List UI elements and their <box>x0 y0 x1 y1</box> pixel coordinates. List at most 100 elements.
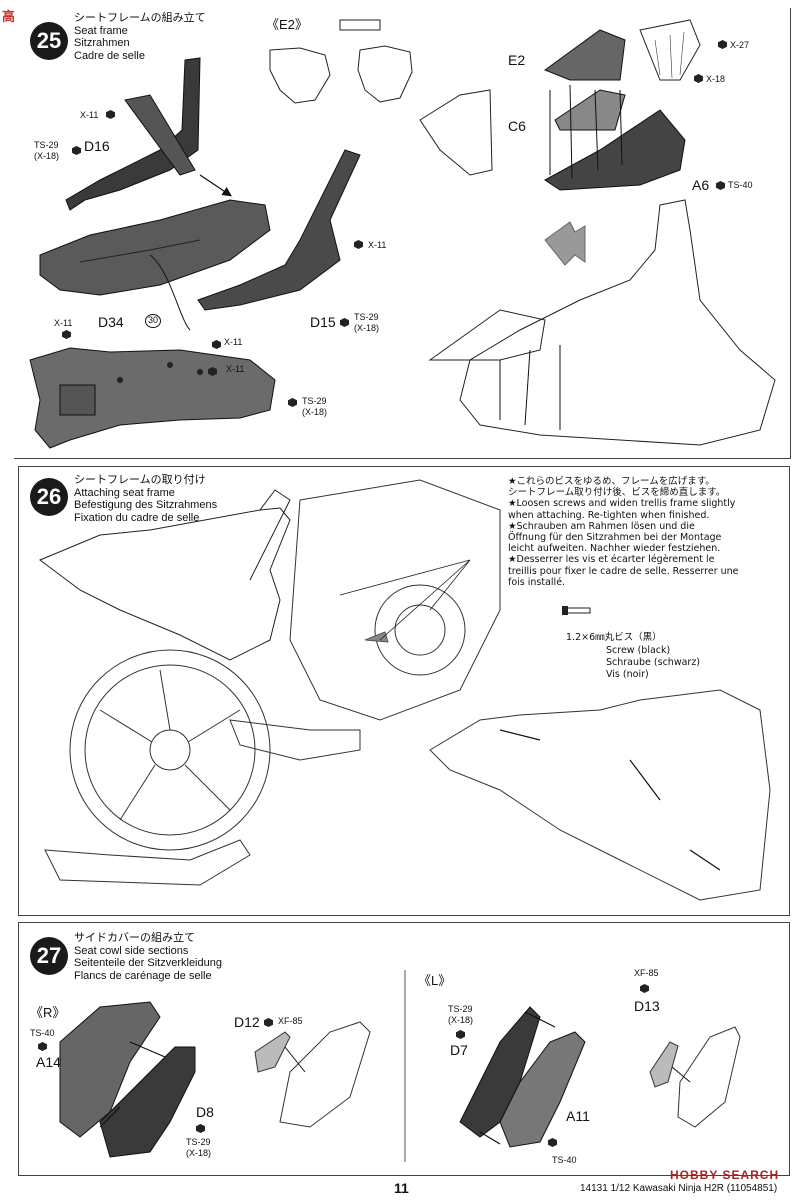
e2-detail-box-label: 《E2》 <box>266 17 308 32</box>
r-cowl-outline <box>279 1021 371 1128</box>
paint-ts29-d16-label: TS-29 <box>34 140 59 150</box>
note-line: leicht aufweiten. Nachher wieder festzie… <box>508 543 721 555</box>
d15-frame-part <box>197 149 361 311</box>
paint-ts29-d8-label: TS-29 <box>186 1137 211 1147</box>
note-line: fois installé. <box>508 576 566 588</box>
e2-part-rear <box>357 45 413 103</box>
paint-drop-icon <box>212 340 221 349</box>
step-27-title-de: Seitenteile der Sitzverkleidung <box>74 957 222 969</box>
step-26-title-fr: Fixation du cadre de selle <box>74 511 200 524</box>
exhaust-pipe <box>229 719 361 761</box>
d12-part <box>254 1031 291 1073</box>
paint-ts29-d15-label: TS-29 <box>354 312 379 322</box>
paint-ts40-r-label: TS-40 <box>30 1028 55 1038</box>
paint-x18-d7-label: (X-18) <box>448 1015 474 1025</box>
step-25-title-jp: シートフレームの組み立て <box>74 11 206 24</box>
detail-seat-frame <box>429 689 771 901</box>
step-25-illustration <box>29 19 776 449</box>
paddock-stand <box>44 839 251 886</box>
seat-cowl-assembly <box>39 507 291 661</box>
note-line: Öffnung für den Sitzrahmen bei der Monta… <box>508 532 722 544</box>
paint-drop-icon <box>340 318 349 327</box>
footer-model: Kawasaki Ninja H2R <box>632 1183 724 1194</box>
screw-spec-jp: 1.2×6㎜丸ビス（黒） <box>566 632 662 643</box>
paint-x27-label: X-27 <box>730 40 750 50</box>
step-26-illustration <box>39 479 771 901</box>
paint-drop-icon <box>106 110 115 119</box>
watermark-site: HOBBY SEARCH <box>670 1168 780 1182</box>
paint-drop-icon <box>716 181 725 190</box>
l-cowl-outline <box>677 1026 741 1128</box>
paint-drop-icon <box>196 1124 205 1133</box>
paint-xf85-d13-label: XF-85 <box>634 968 659 978</box>
part-d34-label: D34 <box>98 314 124 330</box>
page-number: 11 <box>394 1180 409 1196</box>
part-c6-label: C6 <box>508 118 526 134</box>
paint-x18-d15-label: (X-18) <box>354 323 380 333</box>
step-27-number: 27 <box>30 937 68 975</box>
paint-ts29-d7-label: TS-29 <box>448 1004 473 1014</box>
note-line: treillis pour fixer le cadre de selle. R… <box>508 565 739 577</box>
callout-30-label: 30 <box>145 314 161 328</box>
step-26-notes: ★これらのビスをゆるめ、フレームを広げます。 シートフレーム取り付け後、ビスを締… <box>508 476 778 588</box>
note-line: ★Schrauben am Rahmen lösen und die <box>508 520 695 532</box>
e2-cowl-part <box>543 29 626 81</box>
paint-x18-d16-label: (X-18) <box>34 151 60 161</box>
step-26-title: シートフレームの取り付け Attaching seat frame Befest… <box>74 473 218 524</box>
e2-part-front <box>269 47 331 104</box>
paint-drop-icon <box>456 1030 465 1039</box>
paint-drop-icon <box>694 74 703 83</box>
d16-rear-strut <box>124 94 196 176</box>
d8-part <box>99 1046 196 1158</box>
footer-scale: 1/12 <box>610 1183 631 1194</box>
note-line: ★Desserrer les vis et écarter légèrement… <box>508 554 715 566</box>
step-27-title-fr: Flancs de carénage de selle <box>74 969 212 982</box>
footer-catalog-number: 14131 <box>580 1183 608 1194</box>
step-27-illustration <box>59 970 741 1162</box>
part-a11-label: A11 <box>566 1108 590 1124</box>
paint-drop-icon <box>38 1042 47 1051</box>
paint-x11-label-a: X-11 <box>80 110 99 120</box>
step-26-title-de: Befestigung des Sitzrahmens <box>74 499 218 511</box>
step-27-title-jp: サイドカバーの組み立て <box>74 931 195 944</box>
step-25-title-de: Sitzrahmen <box>74 37 130 49</box>
c6-part <box>554 89 626 131</box>
note-line: when attaching. Re-tighten when finished… <box>508 509 710 521</box>
note-line: ★これらのビスをゆるめ、フレームを広げます。 <box>508 476 715 487</box>
screw-icon <box>562 606 591 615</box>
paint-drop-icon <box>718 40 727 49</box>
part-d15-label: D15 <box>310 314 336 330</box>
paint-x11-label-c: X-11 <box>224 337 243 347</box>
part-d7-label: D7 <box>450 1042 468 1058</box>
paint-ts40-l-label: TS-40 <box>552 1155 577 1165</box>
note-line: ★Loosen screws and widen trellis frame s… <box>508 498 736 510</box>
paint-x11-label-b: X-11 <box>54 318 73 328</box>
paint-x11-label-e: X-11 <box>368 240 387 250</box>
direction-arrow-icon <box>364 631 389 643</box>
paint-drop-icon <box>354 240 363 249</box>
a6-part <box>544 109 686 191</box>
a14-part <box>59 1001 161 1138</box>
step-26-panel <box>18 466 790 916</box>
footer-catalog: 14131 1/12 Kawasaki Ninja H2R (11054851) <box>580 1183 777 1194</box>
screw-spec-en: Screw (black) <box>606 645 671 656</box>
paint-ts40-label: TS-40 <box>728 180 753 190</box>
a11-part <box>499 1031 586 1148</box>
seat-frame-assembly <box>459 199 776 446</box>
step-26-title-en: Attaching seat frame <box>74 486 175 499</box>
rear-wheel <box>69 649 271 851</box>
part-d13-label: D13 <box>634 998 660 1014</box>
r-side-box-label: 《R》 <box>30 1005 66 1020</box>
step-26-number: 26 <box>30 478 68 516</box>
part-e2-label: E2 <box>508 52 526 68</box>
step-26-title-jp: シートフレームの取り付け <box>74 473 206 486</box>
l-side-box-label: 《L》 <box>418 973 452 988</box>
part-a6-label: A6 <box>692 177 710 193</box>
screw-spec-fr: Vis (noir) <box>606 669 649 680</box>
d34-tray-part <box>39 199 271 296</box>
paint-drop-icon <box>548 1138 557 1147</box>
step-25-title: シートフレームの組み立て Seat frame Sitzrahmen Cadre… <box>74 11 206 62</box>
screw-spec-de: Schraube (schwarz) <box>606 657 701 668</box>
part-d8-label: D8 <box>196 1104 214 1120</box>
part-d16-label: D16 <box>84 138 110 154</box>
